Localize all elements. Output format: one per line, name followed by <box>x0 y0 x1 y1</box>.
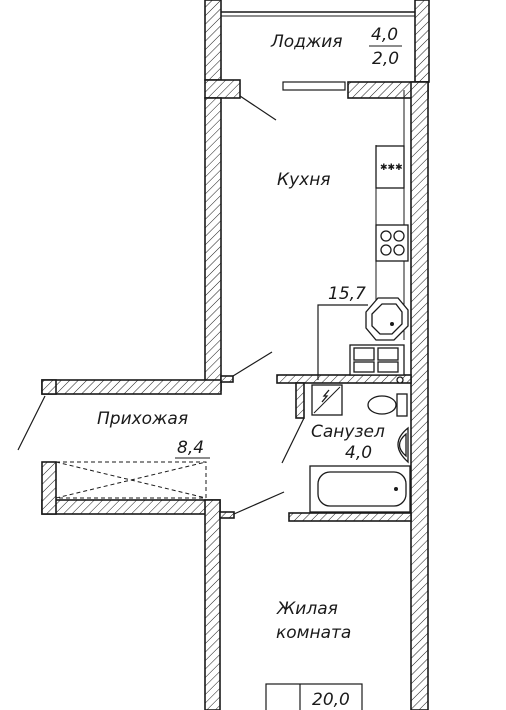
hallway-top-wall <box>41 379 222 395</box>
bathroom-left-wall <box>295 382 305 419</box>
walls <box>41 0 430 710</box>
bathroom-area: 4,0 <box>345 443 372 463</box>
hallway-wardrobe <box>55 461 207 499</box>
bathtub-icon <box>309 465 411 513</box>
loggia-door-swing <box>239 95 277 121</box>
loggia-window <box>282 81 346 91</box>
toilet-icon <box>367 393 408 417</box>
doors <box>17 95 305 515</box>
living-label-line2: комната <box>276 623 351 643</box>
living-left-wall <box>204 499 221 710</box>
hallway-left-stub <box>41 379 57 395</box>
bathroom-label: Санузел <box>311 422 385 442</box>
entrance-door-swing <box>17 395 46 451</box>
kitchen-door-swing <box>232 351 273 377</box>
appliance-icon <box>349 344 405 384</box>
bathroom-fixtures <box>309 384 411 513</box>
living-area-frame <box>265 683 363 710</box>
bathroom-bottom-wall <box>288 512 412 522</box>
loggia-area: 4,0 <box>371 25 398 45</box>
hallway-bottom-left <box>41 461 57 515</box>
loggia-right-wall <box>414 0 430 83</box>
hallway-bottom-wall <box>41 499 221 515</box>
stove-icon <box>375 224 409 262</box>
bathroom-door-swing <box>281 417 305 464</box>
kitchen-fixtures: ✱✱✱ <box>317 145 409 384</box>
kitchen-label: Кухня <box>277 170 331 190</box>
kitchen-top-wall-left <box>204 79 241 99</box>
living-label-line1: Жилая <box>276 599 338 619</box>
washbasin-icon <box>397 426 409 464</box>
kitchen-area: 15,7 <box>328 284 366 304</box>
living-door-swing <box>233 491 285 515</box>
loggia-area-2: 2,0 <box>372 49 399 69</box>
loggia-label: Лоджия <box>270 32 343 52</box>
svg-text:✱✱✱: ✱✱✱ <box>380 163 403 173</box>
living-area: 20,0 <box>312 690 350 710</box>
loggia-left-wall <box>204 0 222 81</box>
electric-panel-icon <box>311 384 343 416</box>
sink-icon <box>365 297 409 341</box>
room-labels: Лоджия 4,0 2,0 Кухня 15,7 Прихожая 8,4 С… <box>97 25 402 710</box>
kitchen-left-wall <box>204 97 222 391</box>
hallway-label: Прихожая <box>97 409 188 429</box>
kitchen-cabinet <box>375 145 405 189</box>
right-outer-wall <box>410 81 429 710</box>
bathroom-top-wall <box>276 374 412 384</box>
hallway-area: 8,4 <box>177 438 204 458</box>
